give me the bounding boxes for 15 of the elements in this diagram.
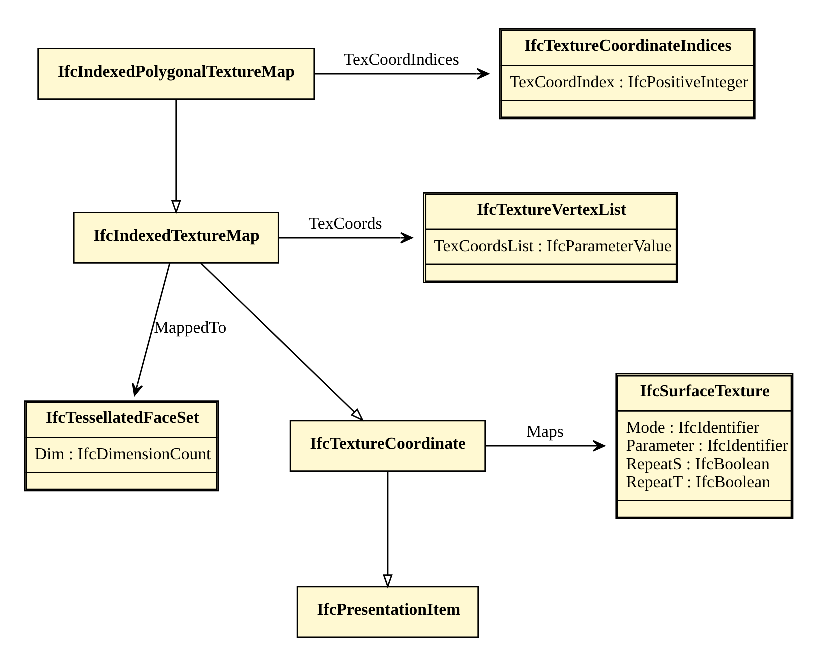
edge-label: MappedTo (154, 318, 227, 337)
arrow (200, 262, 364, 422)
arrow (279, 232, 413, 244)
node-box: IfcPresentationItem (296, 586, 480, 638)
arrow (171, 100, 182, 215)
arrow (132, 263, 171, 396)
node-box: IfcIndexedPolygonalTextureMap (38, 48, 316, 100)
node-box: IfcIndexedTextureMap (73, 212, 280, 264)
node-box: IfcTextureCoordinate (290, 420, 486, 472)
edge-label: Maps (526, 422, 564, 442)
edge-label: TexCoordIndices (344, 50, 460, 70)
arrow (383, 472, 393, 589)
arrow (486, 440, 606, 452)
edge-label: TexCoords (308, 214, 382, 234)
arrow (314, 68, 490, 80)
